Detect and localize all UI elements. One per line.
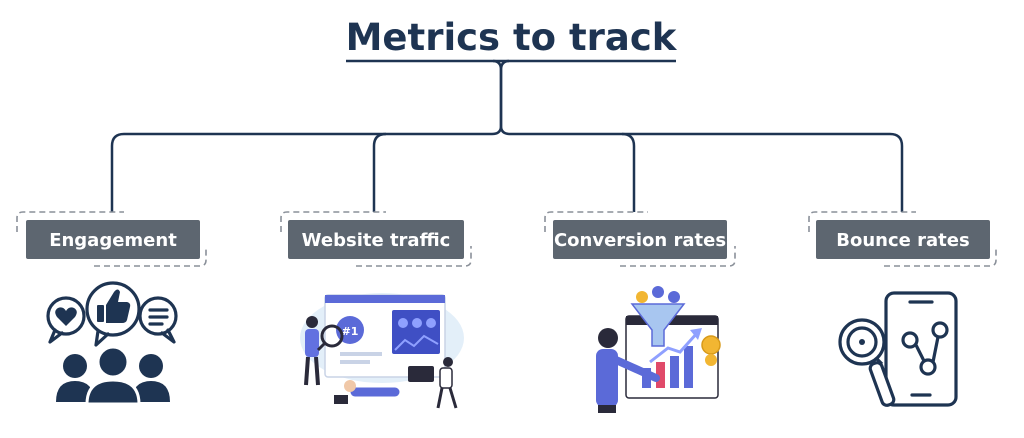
metric-engagement: Engagement: [16, 211, 207, 267]
metric-bounce-rates: Bounce rates: [808, 211, 997, 267]
dashed-outline: [544, 211, 648, 232]
dashed-outline: [620, 246, 736, 267]
dashed-outline: [280, 211, 386, 232]
connector-tree: [110, 59, 904, 212]
engagement-people-icon: [46, 281, 178, 406]
label-box: [553, 220, 727, 259]
dashed-outline: [16, 211, 124, 232]
label-box: [816, 220, 990, 259]
metric-label: Conversion rates: [554, 230, 726, 251]
metric-label: Engagement: [49, 230, 177, 251]
metric-conversion-rates: Conversion rates: [544, 211, 736, 267]
dashed-outline: [884, 246, 997, 267]
bounce-phone-magnifier-icon: [838, 291, 958, 407]
metric-label: Website traffic: [302, 230, 451, 251]
label-box: [26, 220, 200, 259]
svg-text:#1: #1: [342, 325, 359, 338]
dashed-outline: [808, 211, 916, 232]
label-box: [288, 220, 464, 259]
conversion-funnel-illustration: [596, 286, 721, 413]
metric-label: Bounce rates: [836, 230, 969, 251]
diagram-title: Metrics to track: [346, 16, 678, 59]
website-traffic-illustration: #1: [300, 293, 464, 409]
metric-website-traffic: Website traffic: [280, 211, 472, 267]
dashed-outline: [94, 246, 207, 267]
dashed-outline: [356, 246, 472, 267]
